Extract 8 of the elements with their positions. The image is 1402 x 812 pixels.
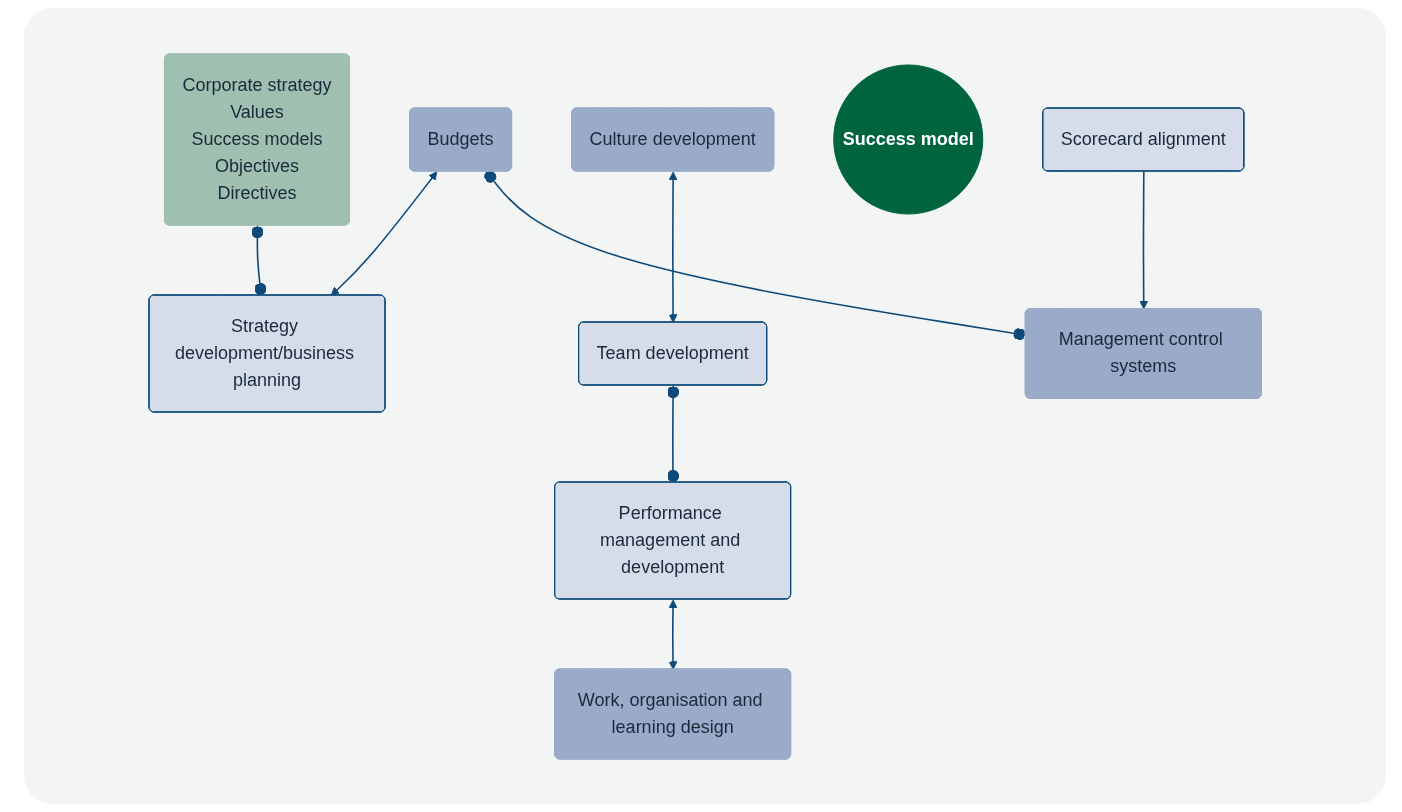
node-circle: Success model xyxy=(833,63,984,215)
connector xyxy=(251,224,267,296)
connector xyxy=(666,384,679,483)
connector xyxy=(484,170,1027,340)
arrow xyxy=(1139,170,1148,309)
arrow xyxy=(668,171,678,323)
arrow xyxy=(330,170,438,296)
arrow xyxy=(668,599,678,670)
